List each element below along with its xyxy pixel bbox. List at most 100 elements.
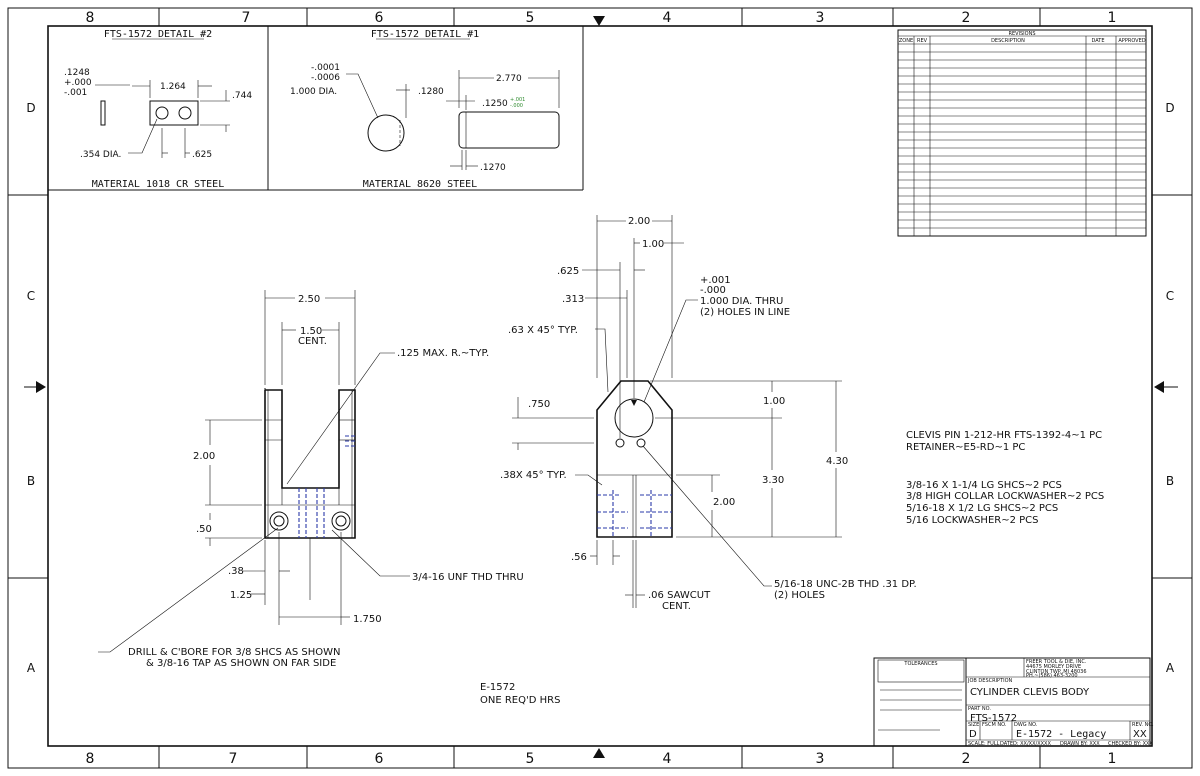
side-chamfer-63: .63 X 45° TYP. xyxy=(508,325,578,336)
job-number: E-1572 xyxy=(480,682,515,693)
bom-line: 3/8 HIGH COLLAR LOCKWASHER~2 PCS xyxy=(906,491,1104,502)
side-hole-note-1: 1.000 DIA. THRU xyxy=(700,296,783,307)
revisions-table: REVISIONS ZONE REV DESCRIPTION DATE APPR… xyxy=(897,29,1147,237)
counterbore-hole xyxy=(331,511,351,531)
zone-row-d: D xyxy=(26,101,35,115)
rev-header-approved: APPROVED xyxy=(1118,38,1145,44)
zone-col-5: 5 xyxy=(526,10,535,26)
rev-value: XX xyxy=(1133,729,1147,740)
front-view: 2.50 1.50 CENT. .125 MAX. R.~TYP. 2.00 .… xyxy=(193,290,524,625)
checked-by: CHECKED BY: XXX xyxy=(1108,741,1153,747)
side-tap-note-1: 5/16-18 UNC-2B THD .31 DP. xyxy=(774,579,917,590)
side-sawcut-cent: CENT. xyxy=(662,601,691,612)
center-mark-right xyxy=(1154,381,1164,393)
side-hole-tol-lower: -.000 xyxy=(700,285,726,296)
detail-1-tol-2: -.0006 xyxy=(311,73,340,83)
front-dim-1-50: 1.50 xyxy=(300,326,322,337)
revision-rows xyxy=(898,51,1146,229)
side-dim-313: .313 xyxy=(562,294,584,305)
side-sawcut: .06 SAWCUT xyxy=(648,590,711,601)
bom-line: RETAINER~E5-RD~1 PC xyxy=(906,442,1025,453)
center-mark-top xyxy=(593,16,605,26)
drill-note: DRILL & C'BORE FOR 3/8 SHCS AS SHOWN & 3… xyxy=(98,527,341,669)
detail-2-dim-pitch: .625 xyxy=(192,150,212,160)
tolerances-label: TOLERANCES xyxy=(903,661,937,667)
company-line: FREER TOOL & DIE, INC. xyxy=(1026,659,1087,665)
zone-col-2: 2 xyxy=(962,751,971,767)
zone-row-a: A xyxy=(1166,661,1175,675)
zone-col-1: 1 xyxy=(1108,10,1117,26)
side-hole-tol-upper: +.001 xyxy=(700,275,731,286)
side-dim-3-30: 3.30 xyxy=(762,475,784,486)
front-dim-1-750: 1.750 xyxy=(353,614,382,625)
zone-col-4: 4 xyxy=(663,751,672,767)
front-dim-2-50: 2.50 xyxy=(298,294,320,305)
bom-line: CLEVIS PIN 1-212-HR FTS-1392-4~1 PC xyxy=(906,430,1102,441)
zone-col-1: 1 xyxy=(1108,751,1117,767)
drawn-by: DRAWN BY: XXX xyxy=(1060,741,1100,747)
side-dim-2-00: 2.00 xyxy=(628,216,650,227)
plate-hole xyxy=(178,106,192,120)
dwg-no-label: DWG NO. xyxy=(1014,722,1038,728)
zone-row-d: D xyxy=(1165,101,1174,115)
plate-edge-view xyxy=(100,100,106,126)
detail-1-dim-1270: .1270 xyxy=(480,163,506,173)
plate-face xyxy=(149,100,199,126)
side-dim-2-00-b: 2.00 xyxy=(713,497,735,508)
zone-col-8: 8 xyxy=(86,10,95,26)
company-line: 44675 MORLEY DRIVE xyxy=(1026,664,1081,670)
detail-1-tol-lower: -.000 xyxy=(510,103,523,109)
detail-2-dim-hole: .354 DIA. xyxy=(80,150,121,160)
company-line: PH.~(586) 463-3200 xyxy=(1026,673,1078,679)
zone-ticks xyxy=(8,8,1192,768)
zone-col-8: 8 xyxy=(86,751,95,767)
company-line: CLINTON TWP.,MI 48036 xyxy=(1026,669,1087,675)
bill-of-materials: CLEVIS PIN 1-212-HR FTS-1392-4~1 PC RETA… xyxy=(906,430,1104,526)
center-mark-left xyxy=(36,381,46,393)
tapped-hole xyxy=(636,438,646,448)
detail-2-title: FTS-1572 DETAIL #2 xyxy=(104,29,212,40)
dwg-number: E-1572 - Legacy xyxy=(1016,729,1106,740)
front-dim-38: .38 xyxy=(228,566,244,577)
clevis-pin-hole xyxy=(614,398,654,438)
fscm-label: FSCM NO. xyxy=(982,722,1007,728)
tapped-hole xyxy=(615,438,625,448)
drill-note-2: & 3/8-16 TAP AS SHOWN ON FAR SIDE xyxy=(146,658,336,669)
detail-2-dim-width: 1.264 xyxy=(160,82,186,92)
zone-column-labels-bottom: 8 7 6 5 4 3 2 1 xyxy=(86,751,1117,767)
side-view: 2.00 1.00 .625 .313 .63 X 45° TYP. +.001… xyxy=(500,215,917,612)
rev-header-zone: ZONE xyxy=(899,38,913,44)
detail-2-material: MATERIAL 1018 CR STEEL xyxy=(92,179,224,190)
bom-line: 5/16 LOCKWASHER~2 PCS xyxy=(906,515,1039,526)
front-dim-50: .50 xyxy=(196,524,212,535)
inner-border xyxy=(47,25,1153,747)
detail-1-tol-upper: +.001 xyxy=(510,97,525,103)
plate-hole xyxy=(155,106,169,120)
side-dim-56: .56 xyxy=(571,552,587,563)
front-thread-note: 3/4-16 UNF THD THRU xyxy=(412,572,524,583)
front-dim-1-25: 1.25 xyxy=(230,590,252,601)
detail-2-tol-2: +.000 xyxy=(64,78,92,88)
detail-1-tol-1: -.0001 xyxy=(311,63,340,73)
title-block: TOLERANCES FREER TOOL & DIE, INC. 44675 … xyxy=(873,657,1154,747)
scale-text: SCALE: FULL xyxy=(968,741,1000,747)
zone-col-6: 6 xyxy=(375,751,384,767)
detail-2-dim-height: .744 xyxy=(232,91,252,101)
job-hours: ONE REQ'D HRS xyxy=(480,695,560,706)
rev-label: REV. NO. xyxy=(1132,722,1154,728)
job-desc-label: JOB DESCRIPTION xyxy=(967,678,1013,684)
side-dim-625: .625 xyxy=(557,266,579,277)
outer-border xyxy=(7,7,1193,769)
front-dim-2-00: 2.00 xyxy=(193,451,215,462)
center-mark-bottom xyxy=(593,748,605,758)
detail-1-material: MATERIAL 8620 STEEL xyxy=(363,179,477,190)
front-radius-note: .125 MAX. R.~TYP. xyxy=(397,348,489,359)
detail-1-dim-1280: .1280 xyxy=(418,87,444,97)
detail-1-tol-3: 1.000 DIA. xyxy=(290,87,337,97)
dated-text: DATED: XX/XX/XXXX xyxy=(1000,741,1051,747)
pin-end-view xyxy=(367,114,405,152)
detail-1: FTS-1572 DETAIL #1 -.0001 -.0006 1.000 D… xyxy=(290,29,560,190)
zone-col-3: 3 xyxy=(816,10,825,26)
rev-header-rev: REV xyxy=(917,38,928,44)
